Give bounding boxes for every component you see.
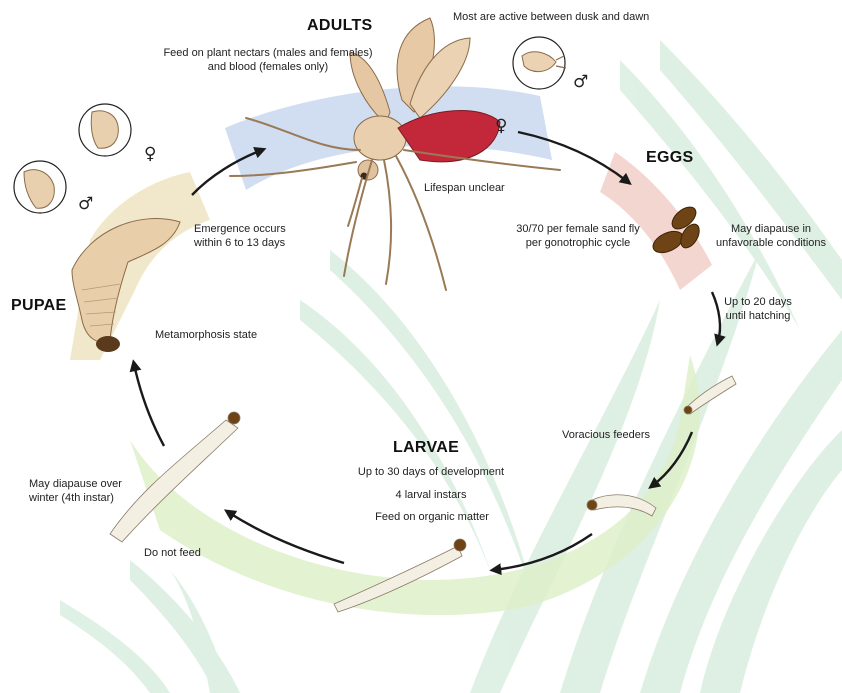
arrow-larvae-to-pupae [134,364,164,446]
pupa-male-inset [14,161,66,213]
male-symbol-icon: ♂ [78,194,93,214]
adult-male-inset [513,37,566,89]
larvae-diet-text: Feed on organic matter [356,510,508,524]
larvae-title: LARVAE [393,439,459,457]
pupae-metamorphosis-text: Metamorphosis state [155,328,257,342]
eggs-count-text: 30/70 per female sand fly per gonotrophi… [496,222,660,250]
eggs-hatching-text: Up to 20 days until hatching [710,295,806,323]
male-symbol-icon: ♂ [573,72,588,92]
adults-lifespan-text: Lifespan unclear [424,181,505,195]
female-symbol-icon: ♀ [495,116,507,136]
adults-activity-text: Most are active between dusk and dawn [453,10,649,24]
pupae-diapause-text: May diapause over winter (4th instar) [29,477,122,505]
larvae-feeding-text: Voracious feeders [562,428,650,442]
adults-title: ADULTS [307,17,373,35]
larvae-development-text: Up to 30 days of development [333,465,529,479]
eggs-diapause-text: May diapause in unfavorable conditions [707,222,835,250]
pupae-title: PUPAE [11,297,66,315]
adults-diet-text: Feed on plant nectars (males and females… [140,46,396,74]
pupa-female-inset [79,104,131,156]
female-symbol-icon: ♀ [144,144,156,164]
pupae-no-feed-text: Do not feed [144,546,201,560]
larvae-instars-text: 4 larval instars [375,488,487,502]
eggs-title: EGGS [646,149,693,167]
pupae-emergence-text: Emergence occurs within 6 to 13 days [194,222,286,250]
